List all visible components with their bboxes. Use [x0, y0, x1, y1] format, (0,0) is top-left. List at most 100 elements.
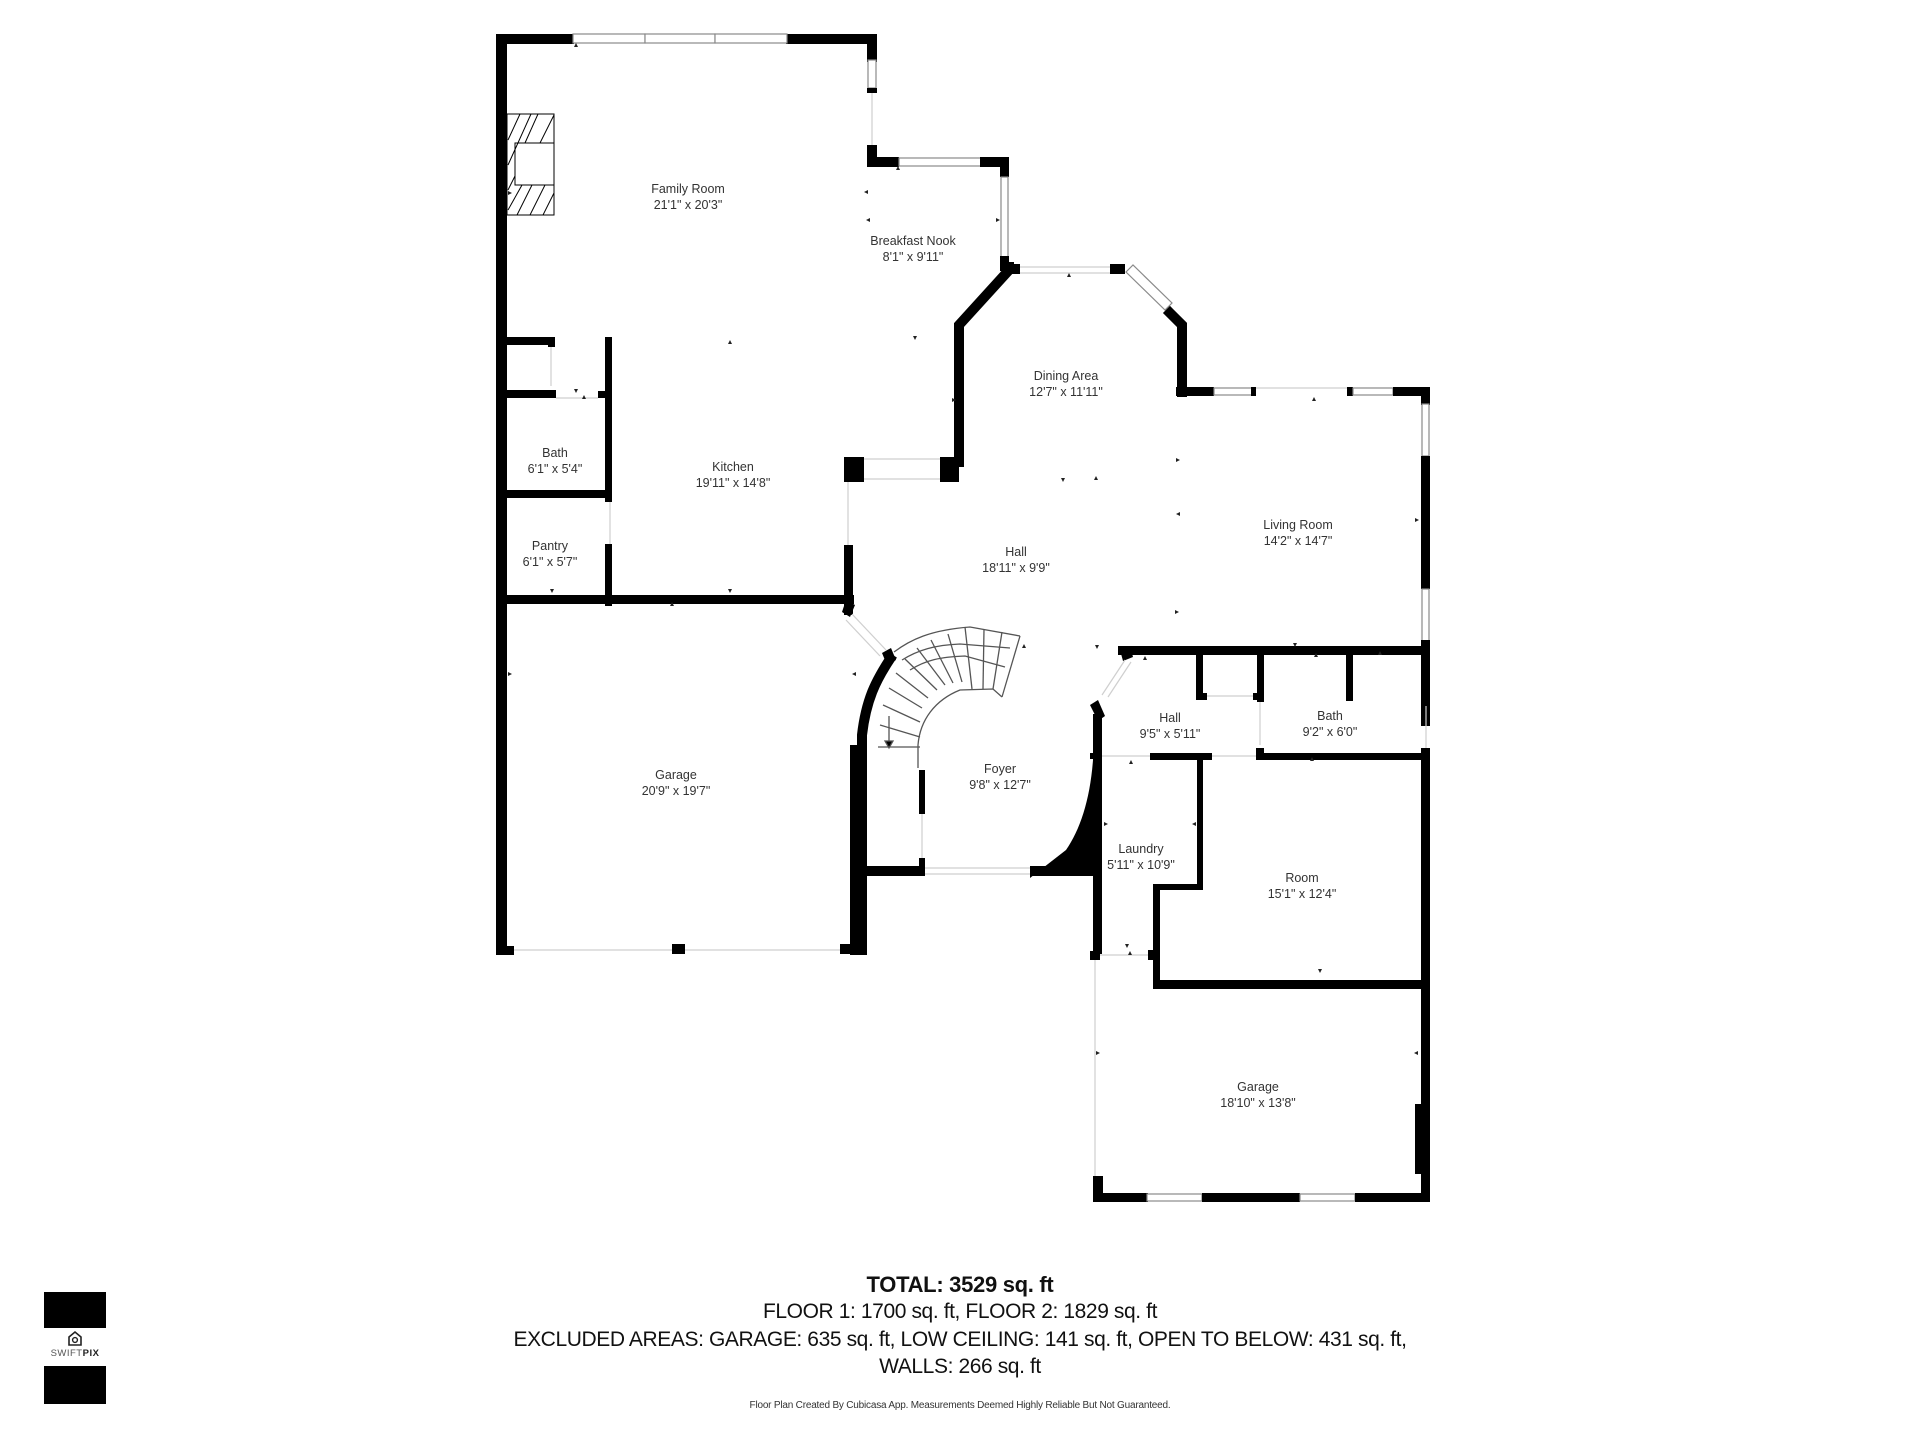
- wall: [867, 157, 899, 167]
- window: [1125, 264, 1173, 311]
- room-dimensions: 5'11" x 10'9": [1107, 858, 1175, 872]
- measurement-markers: [508, 43, 1419, 1055]
- room-dimensions: 19'11" x 14'8": [695, 476, 771, 490]
- room-dimensions: 18'10" x 13'8": [1220, 1096, 1296, 1110]
- room-dimensions: 8'1" x 9'11": [882, 250, 944, 264]
- wall: [842, 600, 855, 617]
- room-label-kitchen: Kitchen 19'11" x 14'8": [696, 459, 771, 491]
- room-label-hall-2: Hall 9'5" x 5'11": [1140, 710, 1201, 742]
- wall: [1093, 714, 1102, 954]
- room-dimensions: 6'1" x 5'7": [522, 555, 578, 569]
- wall: [496, 946, 514, 955]
- window: [1421, 588, 1430, 642]
- wall: [850, 745, 860, 955]
- wall: [672, 944, 685, 954]
- wall: [1006, 264, 1020, 274]
- swiftpix-logo: SWIFTPIX: [44, 1292, 106, 1404]
- wall: [1176, 387, 1214, 396]
- wall: [980, 157, 1008, 167]
- room-label-room: Room 15'1" x 12'4": [1268, 870, 1337, 902]
- window: [1299, 1193, 1356, 1202]
- wall: [1197, 757, 1203, 889]
- room-name: Garage: [1237, 1080, 1279, 1094]
- wall: [860, 866, 866, 876]
- wall: [1162, 305, 1187, 397]
- wall-east: [1421, 456, 1430, 589]
- room-dimensions: 9'2" x 6'0": [1302, 725, 1358, 739]
- logo-text-prefix: SWIFT: [50, 1348, 83, 1359]
- wall: [1415, 1104, 1423, 1174]
- window: [572, 33, 646, 44]
- wall: [1090, 951, 1100, 960]
- column: [844, 457, 864, 482]
- room-dimensions: 9'5" x 5'11": [1139, 727, 1201, 741]
- wall: [867, 34, 877, 62]
- fireplace-icon: [506, 113, 555, 216]
- window: [1146, 1193, 1203, 1202]
- wall: [882, 648, 896, 665]
- window: [867, 59, 877, 89]
- logo-text: SWIFTPIX: [42, 1348, 108, 1359]
- room-name: Family Room: [651, 182, 725, 196]
- wall-dining-west: [954, 261, 1018, 467]
- room-name: Laundry: [1118, 842, 1164, 856]
- wall: [1093, 1193, 1148, 1202]
- room-name: Kitchen: [712, 460, 754, 474]
- wall: [1421, 387, 1430, 405]
- wall-east: [1421, 748, 1430, 988]
- staircase: [878, 626, 1021, 768]
- room-label-garage-2: Garage 18'10" x 13'8": [1220, 1079, 1296, 1111]
- wall: [1346, 650, 1353, 701]
- wall: [867, 88, 877, 93]
- room-label-dining-area: Dining Area 12'7" x 11'11": [1029, 368, 1103, 400]
- wall: [1202, 1193, 1300, 1202]
- wall: [605, 337, 612, 502]
- room-dimensions: 6'1" x 5'4": [527, 462, 583, 476]
- wall: [1150, 753, 1212, 760]
- wall: [1196, 693, 1207, 700]
- room-label-living-room: Living Room 14'2" x 14'7": [1263, 517, 1332, 549]
- wall: [1153, 980, 1430, 989]
- wall: [548, 337, 555, 347]
- wall: [598, 391, 610, 398]
- room-name: Hall: [1005, 545, 1027, 559]
- room-name: Bath: [542, 446, 568, 460]
- wall: [1393, 387, 1430, 396]
- room-label-garage-1: Garage 20'9" x 19'7": [642, 767, 711, 799]
- room-name: Dining Area: [1033, 369, 1099, 383]
- wall: [1148, 950, 1160, 960]
- room-label-laundry: Laundry 5'11" x 10'9": [1107, 841, 1175, 873]
- wall: [1120, 646, 1133, 661]
- room-dimensions: 18'11" x 9'9": [982, 561, 1050, 575]
- wall: [919, 858, 925, 870]
- opening: [1101, 659, 1126, 696]
- logo-text-suffix: PIX: [82, 1348, 100, 1359]
- disclaimer: Floor Plan Created By Cubicasa App. Meas…: [749, 1400, 1171, 1411]
- room-label-pantry: Pantry 6'1" x 5'7": [523, 538, 578, 570]
- opening: [845, 619, 881, 657]
- wall: [605, 544, 612, 606]
- wall: [1110, 264, 1125, 274]
- window: [714, 33, 788, 44]
- room-label-breakfast-nook: Breakfast Nook 8'1" x 9'11": [870, 233, 955, 265]
- wall-north: [786, 34, 877, 44]
- window: [1352, 387, 1394, 396]
- room-dimensions: 20'9" x 19'7": [641, 784, 711, 798]
- wall-stair-west: [857, 652, 897, 955]
- wall: [1355, 1193, 1430, 1202]
- wall-east: [1421, 640, 1430, 726]
- wall: [1251, 387, 1256, 396]
- room-label-hall-main: Hall 18'11" x 9'9": [982, 544, 1050, 576]
- wall: [1030, 866, 1102, 876]
- wall: [1093, 1176, 1103, 1202]
- wall: [1196, 650, 1203, 698]
- total-area: TOTAL: 3529 sq. ft: [866, 1272, 1054, 1297]
- wall: [496, 595, 854, 604]
- wall: [844, 545, 853, 615]
- room-name: Breakfast Nook: [870, 234, 956, 248]
- wall: [1347, 387, 1353, 396]
- house-camera-icon: [68, 1330, 82, 1346]
- wall-east: [1421, 985, 1430, 1202]
- room-label-bath-1: Bath 6'1" x 5'4": [528, 445, 583, 477]
